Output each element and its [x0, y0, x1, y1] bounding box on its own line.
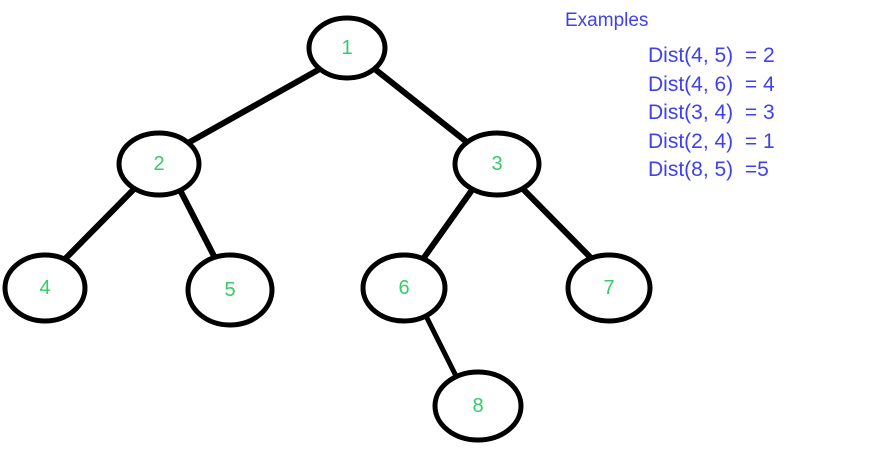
node-circle-5 [185, 252, 275, 328]
node-label-1: 1 [341, 37, 352, 59]
node-circle-1 [306, 15, 388, 81]
node-circle-8 [432, 369, 524, 443]
tree-node-2[interactable]: 2 [116, 130, 202, 198]
node-label-4: 4 [39, 277, 50, 299]
node-circle-4 [2, 252, 88, 324]
node-label-7: 7 [603, 277, 614, 299]
node-label-2: 2 [153, 153, 164, 175]
tree-nodes: 1 2 3 4 5 6 7 8 [2, 15, 653, 443]
node-label-8: 8 [472, 395, 483, 417]
tree-edge-2-4 [62, 186, 137, 262]
example-row: Dist(4, 6) = 4 [648, 72, 775, 96]
tree-node-3[interactable]: 3 [452, 130, 542, 198]
tree-edge-1-2 [185, 67, 321, 146]
tree-edge-3-6 [420, 187, 475, 262]
example-row: Dist(3, 4) = 3 [648, 101, 775, 125]
node-label-6: 6 [398, 277, 409, 299]
tree-edge-2-5 [177, 187, 218, 261]
tree-edge-3-7 [520, 186, 595, 262]
tree-edges [62, 67, 595, 381]
tree-node-6[interactable]: 6 [360, 252, 448, 324]
example-row: Dist(4, 5) = 2 [648, 44, 775, 67]
tree-edge-6-8 [422, 311, 460, 381]
examples-list: Dist(4, 5) = 2 Dist(4, 6) = 4 Dist(3, 4) =… [565, 42, 865, 185]
node-circle-3 [452, 130, 542, 198]
examples-title: Examples [565, 10, 649, 31]
tree-edge-1-3 [373, 67, 471, 146]
example-row: Dist(8, 5) =5 [648, 158, 769, 182]
node-circle-6 [360, 252, 448, 324]
tree-node-1[interactable]: 1 [306, 15, 388, 81]
tree-node-5[interactable]: 5 [185, 252, 275, 328]
tree-node-4[interactable]: 4 [2, 252, 88, 324]
tree-node-7[interactable]: 7 [565, 252, 653, 324]
node-label-5: 5 [224, 279, 235, 301]
tree-node-8[interactable]: 8 [432, 369, 524, 443]
node-circle-7 [565, 252, 653, 324]
node-circle-2 [116, 130, 202, 198]
example-row: Dist(2, 4) = 1 [648, 129, 775, 153]
node-label-3: 3 [491, 153, 502, 175]
